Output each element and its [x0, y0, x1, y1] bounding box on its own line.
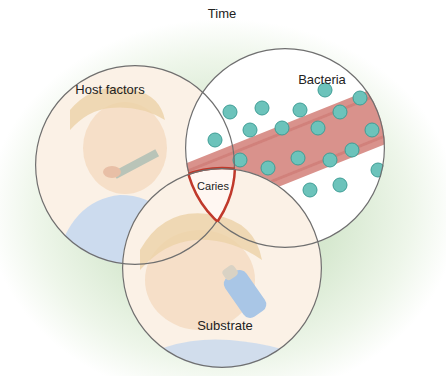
child-with-bottle [120, 168, 330, 370]
factor-circle: Host factors [35, 65, 235, 265]
circle-outline [122, 168, 322, 368]
factor-circle: Substrate [122, 168, 322, 368]
circle-label: Host factors [75, 83, 144, 97]
circle-label: Substrate [197, 319, 253, 333]
circle-label: Bacteria [298, 73, 346, 87]
overlap-region: Caries [175, 150, 245, 230]
time-label: Time [208, 7, 236, 21]
center-label: Caries [197, 180, 229, 192]
